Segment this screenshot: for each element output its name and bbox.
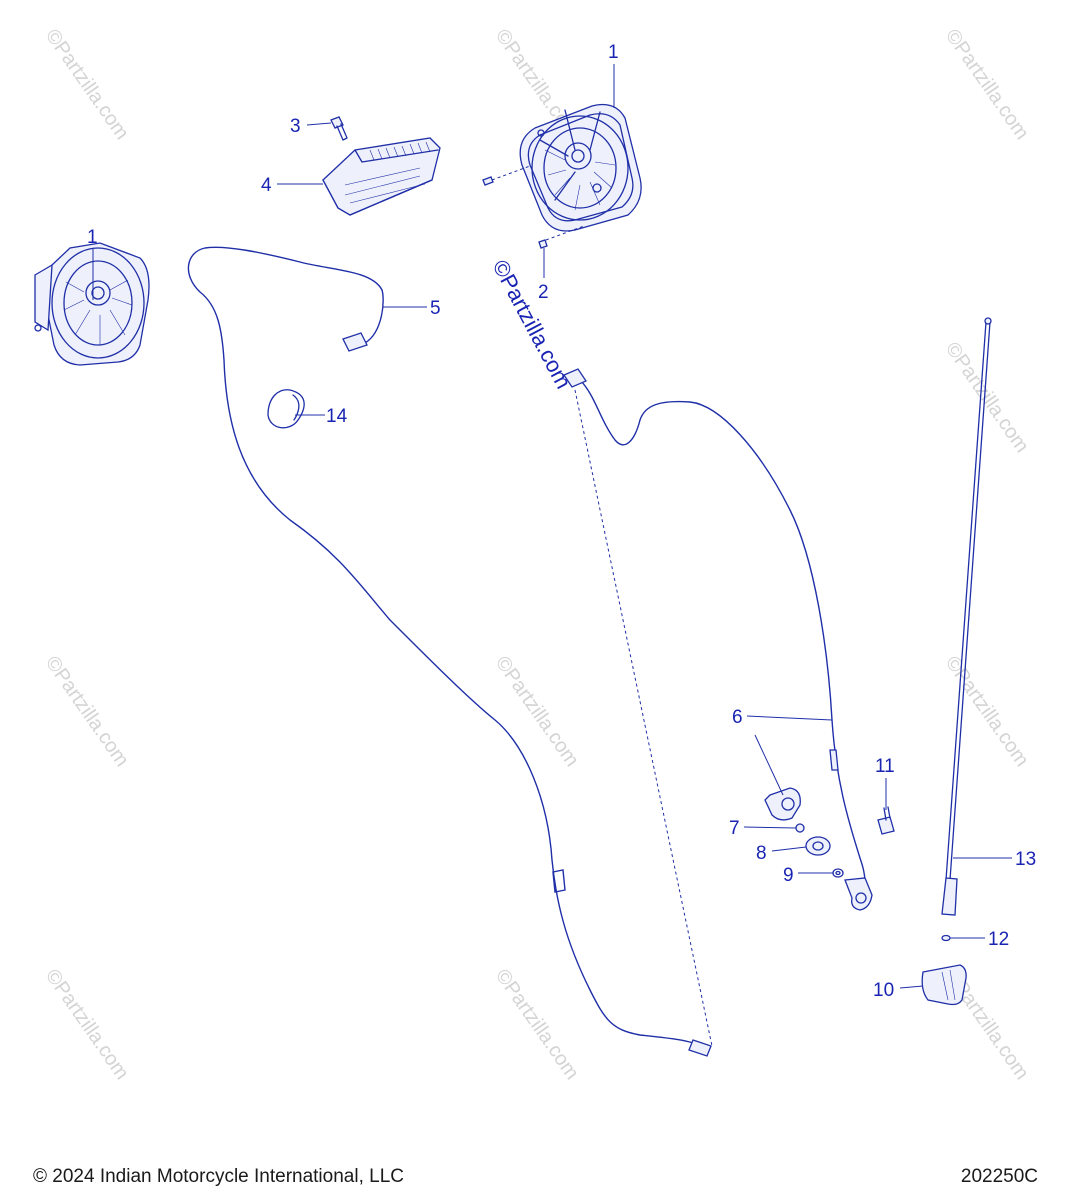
copyright-text: © 2024 Indian Motorcycle International, …: [33, 1166, 404, 1187]
watermark: ©Partzilla.com: [41, 965, 133, 1083]
watermark: ©Partzilla.com: [491, 965, 583, 1083]
amplifier-module: [322, 137, 441, 216]
callout-1-left-speaker: 1: [87, 227, 98, 248]
speaker-right: [519, 103, 642, 232]
callout-1-right-speaker: 1: [608, 42, 619, 63]
antenna-mount: [764, 787, 801, 821]
callout-12: 12: [988, 929, 1009, 950]
watermark-main: ©Partzilla.com: [488, 256, 577, 393]
screw-set: [482, 165, 585, 249]
callout-13: 13: [1015, 849, 1036, 870]
speaker-left: [34, 242, 150, 366]
antenna-cable: [563, 368, 866, 1047]
cable-strap: [267, 389, 305, 429]
callout-3: 3: [290, 116, 301, 137]
callout-2: 2: [538, 282, 549, 303]
callout-4: 4: [261, 175, 272, 196]
diagram-id: 202250C: [960, 1166, 1038, 1187]
callout-14: 14: [326, 406, 348, 427]
callouts: 1 1 2 3 4 5 6 7 8 9 10 11 12 13 14: [87, 42, 1036, 1001]
callout-7: 7: [729, 818, 740, 839]
watermark: ©Partzilla.com: [41, 25, 133, 143]
harness-cable: [187, 246, 712, 1057]
callout-9: 9: [783, 865, 794, 886]
callout-5: 5: [430, 298, 441, 319]
callout-8: 8: [756, 843, 767, 864]
small-washer: [941, 934, 951, 942]
callout-11: 11: [875, 756, 895, 777]
antenna-cover: [921, 964, 967, 1006]
gasket-disc: [805, 836, 831, 856]
antenna-base: [844, 877, 873, 911]
callout-6: 6: [732, 707, 743, 728]
leader-lines: [92, 64, 1012, 989]
watermark: ©Partzilla.com: [491, 652, 583, 770]
watermark: ©Partzilla.com: [41, 652, 133, 770]
bolt: [330, 116, 348, 141]
watermark: ©Partzilla.com: [941, 25, 1033, 143]
connector: [877, 806, 895, 835]
antenna-mast: [941, 317, 992, 916]
nut: [795, 823, 805, 833]
callout-10: 10: [873, 980, 894, 1001]
washer: [832, 868, 844, 878]
